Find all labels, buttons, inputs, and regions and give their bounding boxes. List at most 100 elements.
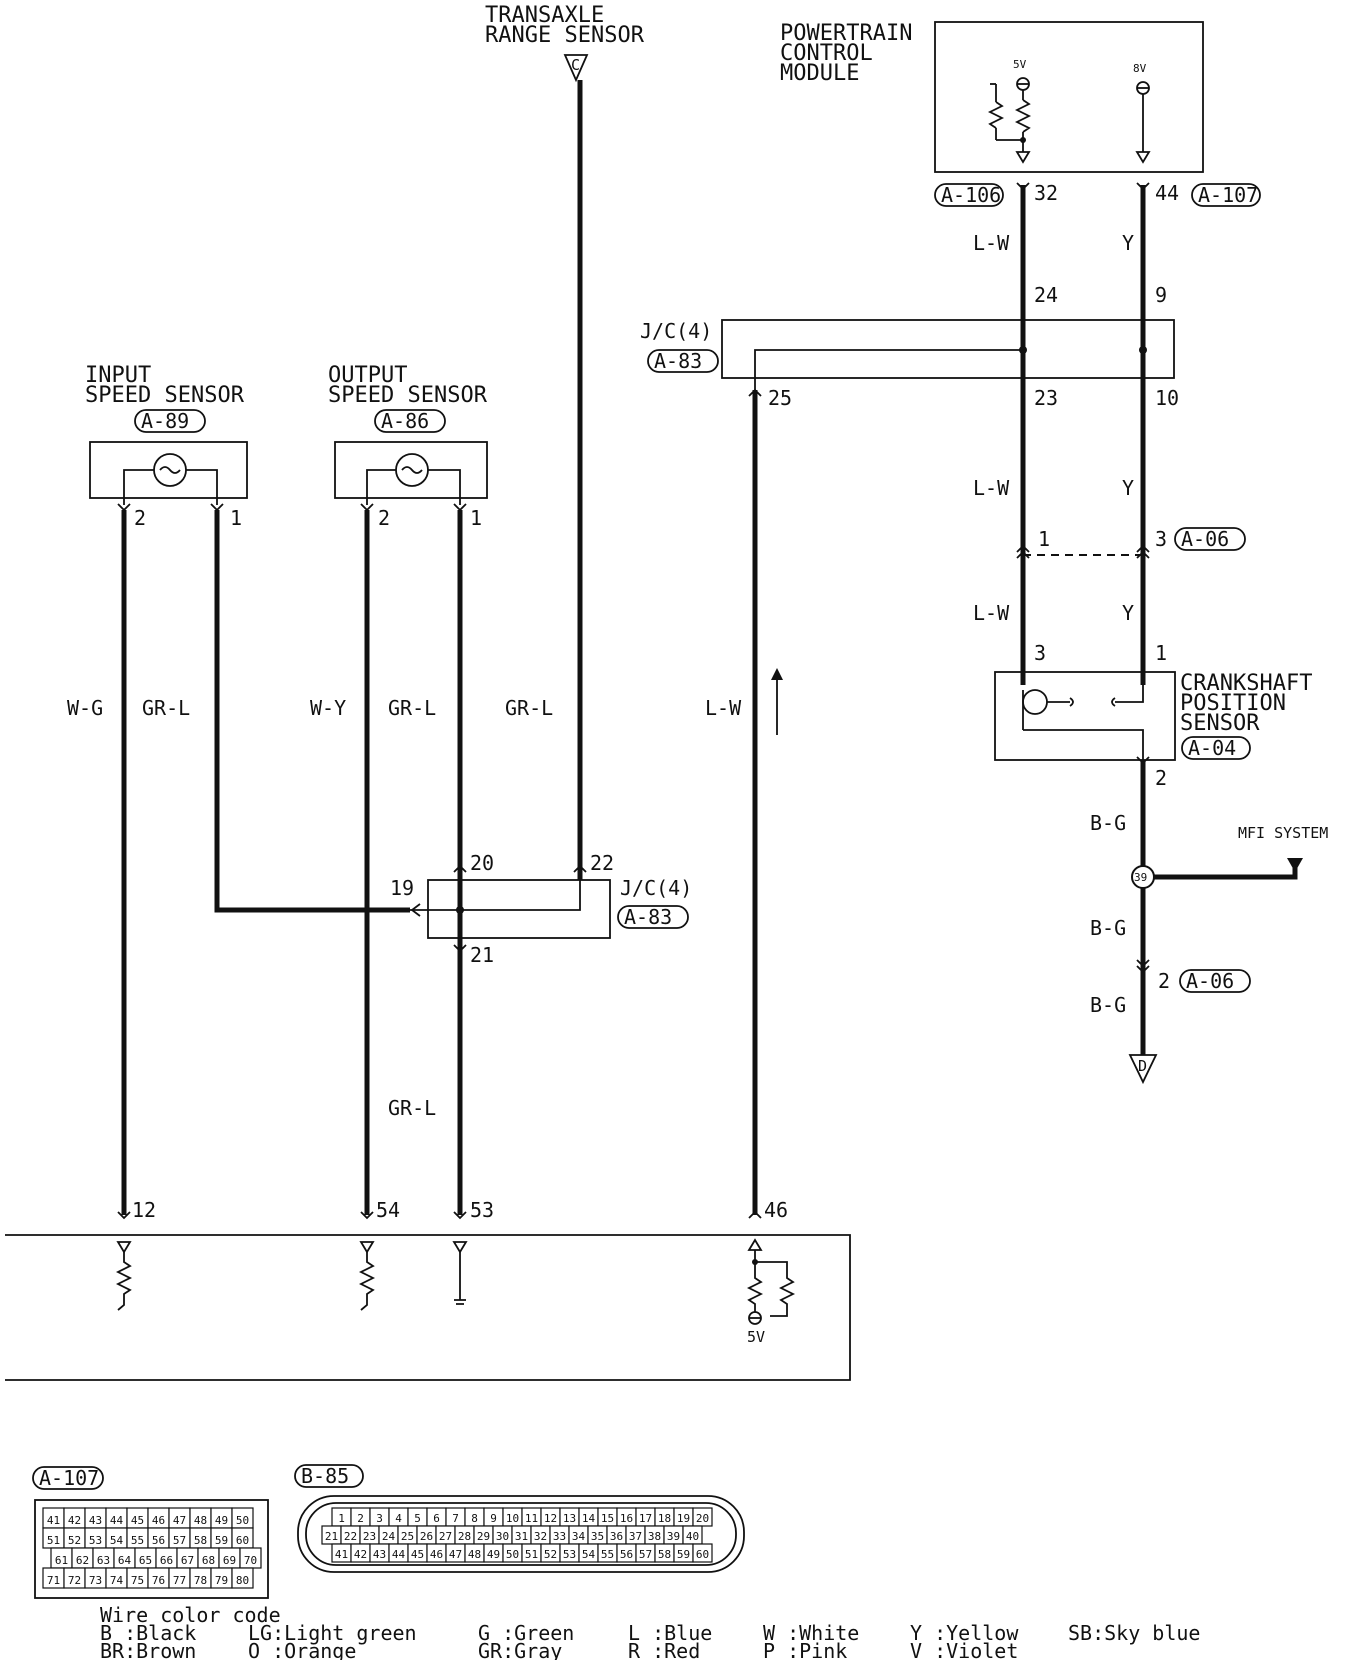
pin-2-in-label: 2 bbox=[134, 506, 146, 530]
a107-pin-label: 55 bbox=[131, 1534, 144, 1547]
a107-pin-label: 53 bbox=[89, 1534, 102, 1547]
pin-53-label: 53 bbox=[470, 1198, 494, 1222]
wire-grl-low-label: GR-L bbox=[388, 1096, 436, 1120]
off-page-link-c-symbol bbox=[563, 54, 589, 83]
a107-cell bbox=[231, 1567, 254, 1589]
a107-pin-label: 47 bbox=[173, 1514, 186, 1527]
b85-pin-label: 1 bbox=[338, 1512, 345, 1525]
output-sensor-label-2: SPEED SENSOR bbox=[328, 383, 488, 408]
b85-pin-label: 9 bbox=[490, 1512, 497, 1525]
wire-grl-in-label: GR-L bbox=[142, 696, 190, 720]
a107-pin-label: 42 bbox=[68, 1514, 81, 1527]
connector-view-b85-body bbox=[297, 1495, 745, 1573]
pin-9-label: 9 bbox=[1155, 283, 1167, 307]
wire-y-ckp-label: Y bbox=[1122, 601, 1134, 625]
legend-l: L :Blue bbox=[628, 1621, 712, 1645]
connector-view-a107-label: A-107 bbox=[39, 1466, 99, 1490]
b85-pin-label: 39 bbox=[667, 1530, 680, 1543]
b85-pin-label: 53 bbox=[563, 1548, 576, 1561]
ckp-label-1: CRANKSHAFT bbox=[1180, 671, 1312, 696]
a107-pin-label: 65 bbox=[139, 1554, 152, 1567]
a107-pin-label: 67 bbox=[181, 1554, 194, 1567]
input-speed-sensor-block: INPUT SPEED SENSOR A-89 2 1 bbox=[85, 363, 248, 530]
jc-top-name: J/C(4) bbox=[640, 319, 712, 343]
connector-a06-lower-label: A-06 bbox=[1186, 969, 1234, 993]
tcm-pin-54-receiver-icon bbox=[359, 1241, 375, 1254]
b85-pin-label: 38 bbox=[648, 1530, 661, 1543]
pin-12-label: 12 bbox=[132, 1198, 156, 1222]
jc-top-conn-label: A-83 bbox=[654, 349, 702, 373]
a107-pin-label: 63 bbox=[97, 1554, 110, 1567]
pin-46-label: 46 bbox=[764, 1198, 788, 1222]
a107-pin-label: 69 bbox=[223, 1554, 236, 1567]
ckp-conn-label: A-04 bbox=[1188, 736, 1236, 760]
mfi-system-label: MFI SYSTEM bbox=[1238, 824, 1328, 842]
pin-1-a06-label: 1 bbox=[1038, 527, 1050, 551]
pcm-resistor-2-icon bbox=[987, 101, 1005, 129]
ckp-label-3: SENSOR bbox=[1180, 711, 1260, 736]
a107-pin-label: 43 bbox=[89, 1514, 102, 1527]
b85-pin-label: 58 bbox=[658, 1548, 671, 1561]
pcm-label-3: MODULE bbox=[780, 61, 859, 86]
wire-grl-tr-label: GR-L bbox=[505, 696, 553, 720]
b85-pin-label: 20 bbox=[696, 1512, 709, 1525]
pin-1-ckp-label: 1 bbox=[1155, 641, 1167, 665]
legend-title: Wire color code bbox=[100, 1603, 281, 1627]
jc-bottom-conn-badge bbox=[617, 905, 689, 929]
ground-wiring: B-G 39 MFI SYSTEM B-G 2 A-06 B-G D bbox=[1090, 756, 1328, 1085]
b85-pin-label: 14 bbox=[582, 1512, 596, 1525]
output-sensor-label-1: OUTPUT bbox=[328, 363, 407, 388]
b85-pin-label: 15 bbox=[601, 1512, 614, 1525]
pin-2-a06-label: 2 bbox=[1158, 969, 1170, 993]
pin-3-ckp-label: 3 bbox=[1034, 641, 1046, 665]
a107-pin-label: 52 bbox=[68, 1534, 81, 1547]
pcm-label-2: CONTROL bbox=[780, 41, 873, 66]
left-wiring: W-G GR-L W-Y GR-L GR-L L-W GR-L bbox=[67, 80, 783, 1215]
b85-pin-label: 8 bbox=[471, 1512, 478, 1525]
b85-pin-label: 37 bbox=[629, 1530, 642, 1543]
b85-pin-label: 43 bbox=[373, 1548, 386, 1561]
b85-pin-label: 19 bbox=[677, 1512, 690, 1525]
a107-pin-label: 50 bbox=[236, 1514, 249, 1527]
pcm-connectors: A-106 32 44 A-107 bbox=[934, 181, 1261, 207]
a107-pin-label: 59 bbox=[215, 1534, 228, 1547]
b85-pin-label: 4 bbox=[395, 1512, 402, 1525]
b85-pin-label: 32 bbox=[534, 1530, 547, 1543]
wire-bg1-label: B-G bbox=[1090, 811, 1126, 835]
a107-pin-label: 49 bbox=[215, 1514, 228, 1527]
a107-pin-label: 44 bbox=[110, 1514, 124, 1527]
b85-pin-label: 33 bbox=[553, 1530, 566, 1543]
a107-pin-label: 54 bbox=[110, 1534, 124, 1547]
jc-top-conn-badge bbox=[647, 349, 719, 373]
off-page-link-d-symbol bbox=[1128, 1054, 1158, 1085]
b85-pin-label: 40 bbox=[686, 1530, 699, 1543]
input-sensor-conn-badge bbox=[134, 409, 206, 433]
pcm-8v-label: 8V bbox=[1133, 62, 1147, 75]
a107-pin-label: 60 bbox=[236, 1534, 249, 1547]
a107-pin-label: 68 bbox=[202, 1554, 215, 1567]
b85-pin-label: 47 bbox=[449, 1548, 462, 1561]
a107-pin-label: 77 bbox=[173, 1574, 186, 1587]
input-sensor-box bbox=[89, 441, 248, 499]
wire-bg2-label: B-G bbox=[1090, 916, 1126, 940]
transaxle-range-sensor-label-2: RANGE SENSOR bbox=[485, 23, 645, 48]
wire-lw-main-label: L-W bbox=[705, 696, 742, 720]
connector-a06-lower-badge bbox=[1179, 969, 1251, 993]
b85-pin-label: 3 bbox=[376, 1512, 383, 1525]
a107-pin-label: 75 bbox=[131, 1574, 144, 1587]
legend-v: V :Violet bbox=[910, 1639, 1018, 1660]
transaxle-range-sensor-label-1: TRANSAXLE bbox=[485, 3, 604, 28]
b85-pin-label: 27 bbox=[439, 1530, 452, 1543]
b85-pin-label: 21 bbox=[325, 1530, 338, 1543]
pin-32-label: 32 bbox=[1034, 181, 1058, 205]
b85-pin-label: 24 bbox=[382, 1530, 396, 1543]
b85-pin-label: 55 bbox=[601, 1548, 614, 1561]
joint-connector-bottom: 19 20 22 21 J/C(4) A-83 bbox=[390, 851, 692, 967]
pin-44-label: 44 bbox=[1155, 181, 1179, 205]
off-page-link-d-label: D bbox=[1138, 1057, 1147, 1075]
b85-pin-label: 34 bbox=[572, 1530, 586, 1543]
connector-a106-label: A-106 bbox=[941, 183, 1001, 207]
b85-pin-label: 41 bbox=[335, 1548, 348, 1561]
b85-pin-label: 36 bbox=[610, 1530, 623, 1543]
wire-color-legend: Wire color code B :Black BR:Brown LG:Lig… bbox=[100, 1603, 1200, 1660]
